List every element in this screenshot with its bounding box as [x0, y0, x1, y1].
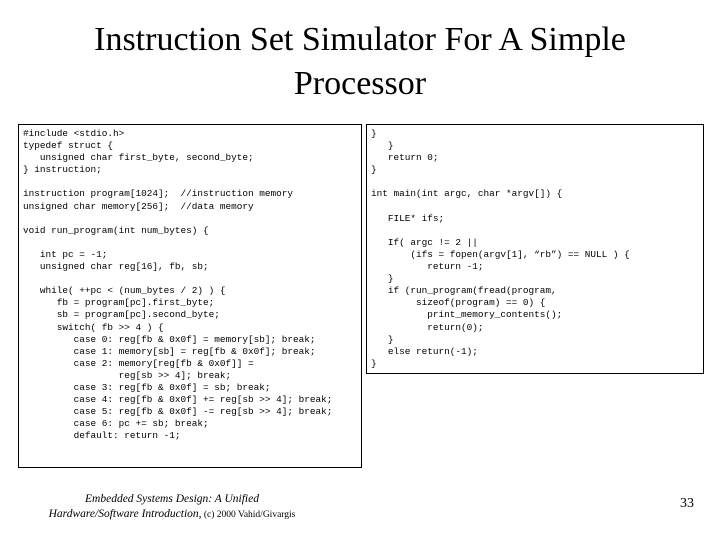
- code-panel-left: #include <stdio.h> typedef struct { unsi…: [18, 124, 362, 468]
- slide-title-line-1: Instruction Set Simulator For A Simple: [94, 21, 626, 58]
- code-panel-right: } } return 0; } int main(int argc, char …: [366, 124, 704, 374]
- footer-copyright: (c) 2000 Vahid/Givargis: [201, 510, 296, 520]
- footer-citation: Embedded Systems Design: A Unified Hardw…: [22, 492, 322, 523]
- slide-title: Instruction Set Simulator For A Simple P…: [40, 18, 680, 106]
- page-number: 33: [680, 496, 694, 511]
- footer-line-2: Hardware/Software Introduction,: [48, 508, 202, 520]
- code-listing-right: } } return 0; } int main(int argc, char …: [371, 128, 630, 369]
- slide-title-line-2: Processor: [293, 65, 427, 102]
- code-listing-left: #include <stdio.h> typedef struct { unsi…: [23, 128, 333, 442]
- footer-line-1: Embedded Systems Design: A Unified: [85, 493, 259, 505]
